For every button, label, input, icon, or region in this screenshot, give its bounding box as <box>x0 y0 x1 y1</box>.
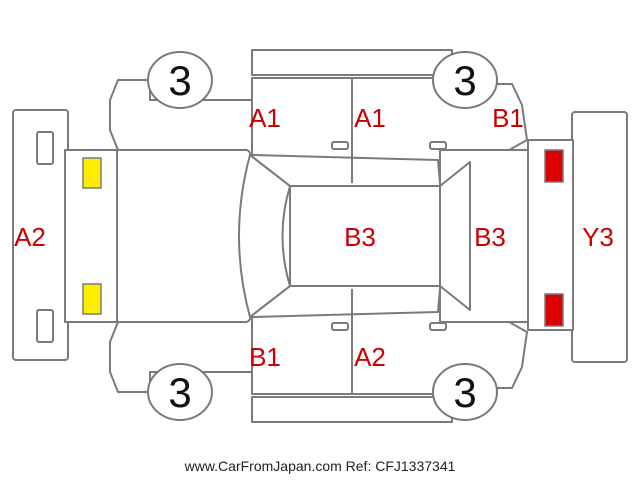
code-upper-front-door: A1 <box>249 103 281 133</box>
rear-lamp-top <box>544 149 564 183</box>
code-lower-rear-door: A2 <box>354 342 386 372</box>
front-lamp-top <box>82 157 102 189</box>
code-upper-rear-quarter: B1 <box>492 103 524 133</box>
code-lower-front-door: B1 <box>249 342 281 372</box>
footer-credit: www.CarFromJapan.com Ref: CFJ1337341 <box>0 458 640 474</box>
front-lamp-bottom <box>82 283 102 315</box>
footer-site: www.CarFromJapan.com <box>184 458 342 474</box>
roof <box>289 185 441 287</box>
a-pillar-bottom <box>249 285 291 318</box>
lower-front-door-handle <box>331 322 349 331</box>
footer-ref: Ref: CFJ1337341 <box>345 458 456 474</box>
code-upper-rear-door: A1 <box>354 103 386 133</box>
a-pillar-top <box>249 154 291 187</box>
front-bumper-slot-bottom <box>36 309 54 343</box>
wheel-rear-left: 3 <box>432 51 498 109</box>
car-condition-diagram: 3 3 3 3 A2 A1 A1 B1 B3 B3 Y3 B1 A2 <box>12 49 628 423</box>
code-roof: B3 <box>344 222 376 252</box>
lower-rear-door-handle <box>429 322 447 331</box>
rear-glass <box>439 161 471 311</box>
wheel-front-left: 3 <box>147 51 213 109</box>
rear-lamp-bottom <box>544 293 564 327</box>
front-bumper-slot-top <box>36 131 54 165</box>
wheel-front-left-label: 3 <box>168 57 191 104</box>
code-rear-glass: B3 <box>474 222 506 252</box>
wheel-rear-right: 3 <box>432 363 498 421</box>
wheel-rear-left-label: 3 <box>453 57 476 104</box>
wheel-rear-right-label: 3 <box>453 369 476 416</box>
upper-front-door-handle <box>331 141 349 150</box>
code-rear-bumper: Y3 <box>582 222 614 252</box>
lower-side-strip <box>251 396 453 423</box>
wheel-front-right: 3 <box>147 363 213 421</box>
upper-side-strip <box>251 49 453 76</box>
upper-rear-door-handle <box>429 141 447 150</box>
code-front-bumper: A2 <box>14 222 46 252</box>
wheel-front-right-label: 3 <box>168 369 191 416</box>
